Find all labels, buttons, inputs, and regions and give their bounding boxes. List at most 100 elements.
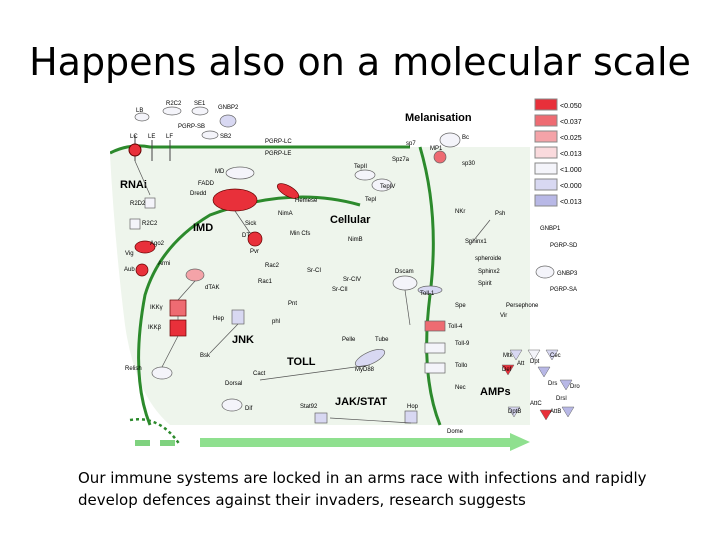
label-pgrp-sd: PGRP-SD [550,243,578,249]
node-r2c2-b [129,218,141,230]
node-tepiv [371,178,393,192]
legend-label: <0.037 [560,119,582,126]
label-toll1: Toll-1 [420,291,435,297]
label-hemese: Hemese [295,198,318,204]
node-aub [135,263,149,277]
section-cellular: Cellular [330,214,371,226]
amp-marker [509,349,523,361]
label-tepiv: TepIV [380,184,395,190]
label-dscam: Dscam [395,269,414,275]
signal-arrow [329,417,412,424]
label-tollo: Tollo [455,363,468,369]
node-mp1 [433,150,447,164]
label-pvr: Pvr [250,249,259,255]
caption-line-1: Our immune systems are locked in an arms… [78,469,647,487]
label-def: Def [502,367,512,373]
node-gnbp3 [535,265,555,279]
legend-swatch [534,146,558,159]
node-stat92 [314,412,328,424]
label-le: LE [148,134,155,140]
amp-marker [561,406,575,418]
label-vig: Vig [125,251,134,257]
slide-title: Happens also on a molecular scale [29,40,691,84]
section-jak-stat: JAK/STAT [335,396,387,408]
node-dtak [185,268,205,282]
label-myd88: MyD88 [355,367,375,373]
label-r2c2-a: R2C2 [166,101,182,107]
legend-swatch [534,130,558,143]
caption-line-2: develop defences against their invaders,… [78,491,526,509]
significance-legend: <0.050 <0.037 <0.025 <0.013 <1.000 <0.00… [534,98,582,207]
label-gnbp1: GNBP1 [540,226,561,232]
section-imd: IMD [193,222,213,234]
label-lb: LB [136,108,143,114]
node-bc [439,132,461,148]
label-src-a: Sr-CI [307,268,321,274]
label-dtak: dTAK [205,285,220,291]
label-nkr: NKr [455,209,465,215]
immune-pathway-diagram: <0.050 <0.037 <0.025 <0.013 <1.000 <0.00… [110,98,582,451]
label-att: Att [517,361,525,367]
legend-label: <0.000 [560,183,582,190]
legend-swatch [534,178,558,191]
node-ago2 [134,240,156,254]
label-pgrp-le: PGRP-LE [265,151,291,157]
node-dif [221,398,243,412]
node-r2d2 [144,197,156,209]
signal-arrow [209,323,239,354]
label-tepi: TepI [365,197,377,203]
label-sphinx2: Sphinx2 [478,269,500,275]
label-nec: Nec [455,385,466,391]
node-gnbp2 [219,114,237,128]
label-dptb: DptB [508,409,521,415]
slide-caption: Our immune systems are locked in an arms… [78,467,678,511]
node-toll1 [417,285,443,295]
legend-label: <1.000 [560,167,582,174]
label-mtk: Mtk [503,353,514,359]
node-toll4 [424,320,446,332]
label-dome: Dome [447,429,464,435]
label-gnbp3: GNBP3 [557,271,578,277]
label-bsk: Bsk [200,353,211,359]
label-attc: AttC [530,401,542,407]
cell-interior [110,144,530,425]
label-psh: Psh [495,211,505,217]
legend-label: <0.013 [560,199,582,206]
label-hep: Hep [213,316,225,322]
signal-arrow [234,210,251,234]
label-nimrod: NimA [278,211,293,217]
legend-swatch [534,114,558,127]
label-min-cfs: Min Cfs [290,231,310,237]
label-ikky: IKKγ [150,305,163,311]
node-dredd [212,188,258,212]
secretion-membrane [418,146,442,426]
label-hop: Hop [407,404,419,410]
label-bc: Bc [462,135,469,141]
label-drs: Drs [548,381,557,387]
node-hep [231,309,245,325]
label-sp30: sp30 [462,161,476,167]
node-ikky [169,299,187,317]
nuclear-band [135,440,150,446]
section-melanisation: Melanisation [405,112,472,124]
label-tube: Tube [375,337,389,343]
nuclear-arrow-head [510,433,530,451]
label-r2c2-b: R2C2 [142,221,158,227]
label-r2d2: R2D2 [130,201,146,207]
label-drsl: Drsl [556,396,567,402]
label-dredd: Dredd [190,191,206,197]
node-se1 [191,106,209,116]
legend-label: <0.025 [560,135,582,142]
label-dorsal: Dorsal [225,381,242,387]
node-dscam [392,275,418,291]
amp-marker [501,364,515,376]
signal-arrows [134,160,491,424]
label-sp7: sp7 [406,141,416,147]
legend-swatch [534,98,558,111]
node-tepii [354,169,376,181]
legend-swatch [534,194,558,207]
node-relish [151,366,173,380]
node-lb [134,112,150,122]
node-md [225,166,255,180]
label-nimrb: NimB [348,237,363,243]
